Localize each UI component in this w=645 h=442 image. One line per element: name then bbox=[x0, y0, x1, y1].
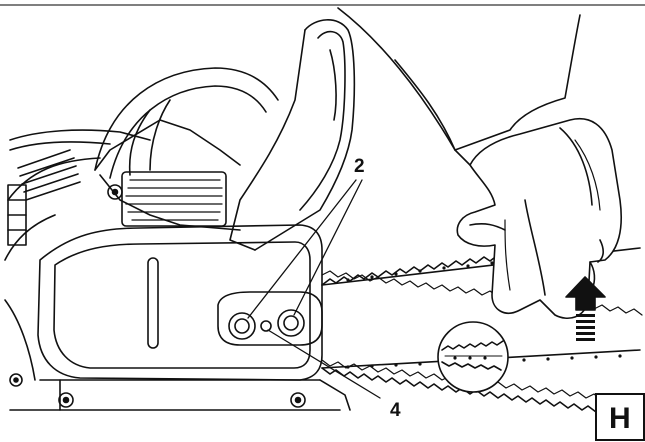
upward-arrow bbox=[565, 276, 606, 341]
upper-body bbox=[94, 119, 241, 231]
callout-label-4: 4 bbox=[390, 400, 401, 421]
side-cover bbox=[4, 224, 351, 411]
panel-letter-box: H bbox=[595, 393, 645, 441]
panel-letter: H bbox=[609, 402, 631, 435]
engine-housing bbox=[4, 129, 151, 261]
gloved-hand bbox=[337, 7, 623, 319]
front-handle bbox=[94, 67, 279, 179]
callout-leaders bbox=[247, 179, 381, 399]
hand-guard bbox=[229, 19, 356, 251]
callout-label-2: 2 bbox=[354, 156, 365, 177]
chain-detail-magnifier bbox=[437, 321, 509, 393]
